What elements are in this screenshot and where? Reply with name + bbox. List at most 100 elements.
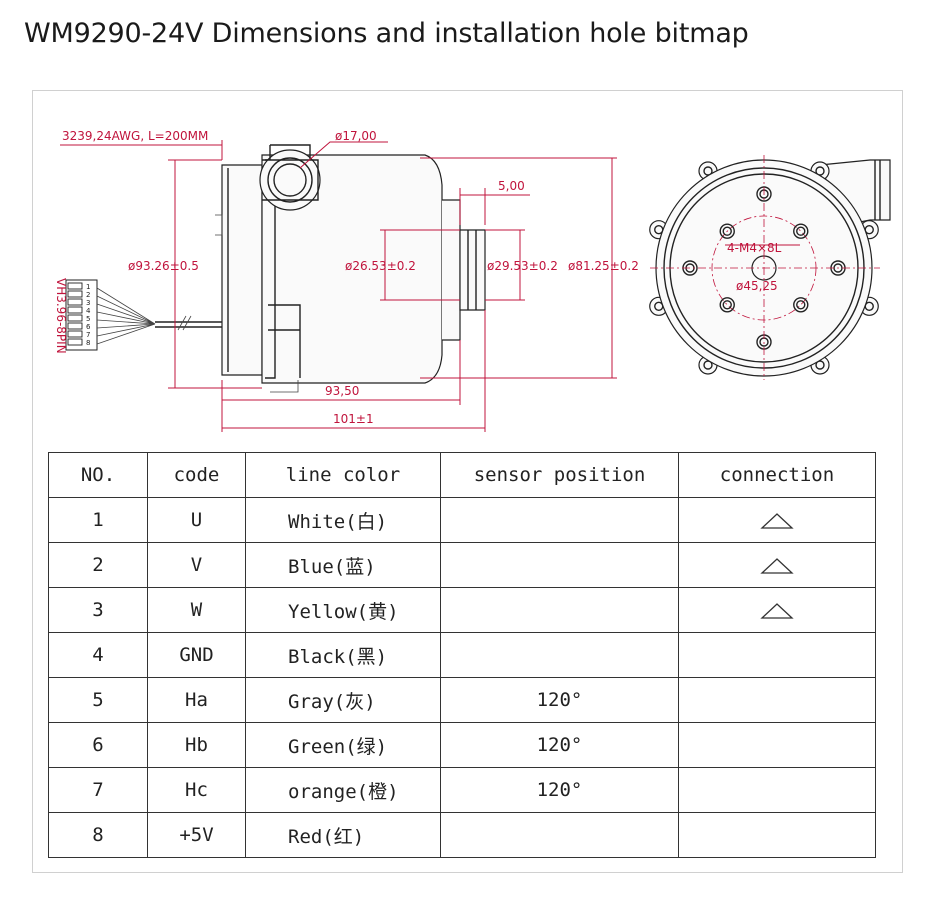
cell-connection bbox=[678, 722, 876, 768]
mounting-hole bbox=[793, 297, 809, 313]
cell-code: +5V bbox=[147, 812, 246, 858]
wire-bundle bbox=[96, 287, 222, 345]
outlet-dia-label: ø17,00 bbox=[335, 129, 377, 143]
cell-line-color: Black(黑) bbox=[245, 632, 441, 678]
cell-connection bbox=[678, 632, 876, 678]
connector-pin-number: 7 bbox=[86, 331, 90, 339]
cell-connection bbox=[678, 587, 876, 633]
holes-label: 4-M4×8L bbox=[727, 241, 782, 255]
cell-code: V bbox=[147, 542, 246, 588]
total-len-label: 101±1 bbox=[333, 412, 374, 426]
cell-code: Ha bbox=[147, 677, 246, 723]
connector-pin bbox=[67, 314, 83, 322]
cell-sensor-position bbox=[440, 587, 679, 633]
mounting-hole bbox=[796, 226, 806, 236]
cell-no: 4 bbox=[48, 632, 148, 678]
cell-sensor-position bbox=[440, 812, 679, 858]
cell-connection bbox=[678, 497, 876, 543]
front-view: 4-M4×8L ø45,25 bbox=[649, 155, 891, 380]
cell-no: 8 bbox=[48, 812, 148, 858]
side-dimensions: 3239,24AWG, L=200MM ø17,00 ø93.26±0.5 ø2… bbox=[60, 129, 639, 432]
triangle-icon bbox=[760, 557, 794, 574]
header-no: NO. bbox=[48, 452, 148, 498]
triangle-icon bbox=[760, 512, 794, 529]
cell-code: U bbox=[147, 497, 246, 543]
pcd-label: ø45,25 bbox=[736, 279, 778, 293]
body-dia-label: ø93.26±0.5 bbox=[128, 259, 199, 273]
cell-line-color: White(白) bbox=[245, 497, 441, 543]
cell-code: Hb bbox=[147, 722, 246, 768]
cell-sensor-position bbox=[440, 632, 679, 678]
body-len-label: 93,50 bbox=[325, 384, 359, 398]
header-sensor-position: sensor position bbox=[440, 452, 679, 498]
wire-spec-label: 3239,24AWG, L=200MM bbox=[62, 129, 208, 143]
cell-code: W bbox=[147, 587, 246, 633]
mounting-hole bbox=[722, 226, 732, 236]
connector-pin-number: 8 bbox=[86, 339, 90, 347]
connector-pin-number: 6 bbox=[86, 323, 91, 331]
mounting-hole bbox=[719, 223, 735, 239]
connector-pin bbox=[67, 282, 83, 290]
cell-code: GND bbox=[147, 632, 246, 678]
cell-no: 3 bbox=[48, 587, 148, 633]
cell-no: 7 bbox=[48, 767, 148, 813]
triangle-icon bbox=[760, 602, 794, 619]
connector-label: VH3.96-8PIN bbox=[54, 278, 68, 354]
connector-pin-number: 5 bbox=[86, 315, 90, 323]
mounting-hole bbox=[793, 223, 809, 239]
shaft-len-label: 5,00 bbox=[498, 179, 525, 193]
connector-pin-number: 1 bbox=[86, 283, 90, 291]
cell-line-color: Yellow(黄) bbox=[245, 587, 441, 633]
connector-pin bbox=[67, 322, 83, 330]
cell-connection bbox=[678, 542, 876, 588]
cell-connection bbox=[678, 812, 876, 858]
connector-pin bbox=[67, 306, 83, 314]
cell-sensor-position bbox=[440, 497, 679, 543]
cell-sensor-position: 120° bbox=[440, 767, 679, 813]
cell-line-color: Red(红) bbox=[245, 812, 441, 858]
drawing-frame bbox=[32, 90, 903, 873]
connector-pin bbox=[67, 338, 83, 346]
shaft-dia-label: ø29.53±0.2 bbox=[487, 259, 558, 273]
cell-line-color: Green(绿) bbox=[245, 722, 441, 768]
cell-connection bbox=[678, 677, 876, 723]
page-title: WM9290-24V Dimensions and installation h… bbox=[24, 18, 749, 49]
header-connection: connection bbox=[678, 452, 876, 498]
cell-no: 1 bbox=[48, 497, 148, 543]
cell-sensor-position: 120° bbox=[440, 677, 679, 723]
cell-no: 2 bbox=[48, 542, 148, 588]
connector-pin-number: 4 bbox=[86, 307, 91, 315]
connector-pin bbox=[67, 298, 83, 306]
connector-pin-number: 2 bbox=[86, 291, 90, 299]
cell-code: Hc bbox=[147, 767, 246, 813]
connector-pin bbox=[67, 330, 83, 338]
header-line-color: line color bbox=[245, 452, 441, 498]
inner-dia-label: ø26.53±0.2 bbox=[345, 259, 416, 273]
cell-line-color: orange(橙) bbox=[245, 767, 441, 813]
flange-dia-label: ø81.25±0.2 bbox=[568, 259, 639, 273]
mounting-hole bbox=[722, 300, 732, 310]
cell-connection bbox=[678, 767, 876, 813]
cell-sensor-position bbox=[440, 542, 679, 588]
cell-sensor-position: 120° bbox=[440, 722, 679, 768]
connector-pin-number: 3 bbox=[86, 299, 90, 307]
connector-pin bbox=[67, 290, 83, 298]
header-code: code bbox=[147, 452, 246, 498]
pin-table: NO. code line color sensor position conn… bbox=[48, 452, 876, 858]
mounting-hole bbox=[796, 300, 806, 310]
cell-line-color: Blue(蓝) bbox=[245, 542, 441, 588]
mounting-hole bbox=[719, 297, 735, 313]
table-header-row: NO. code line color sensor position conn… bbox=[48, 452, 876, 498]
cell-no: 6 bbox=[48, 722, 148, 768]
